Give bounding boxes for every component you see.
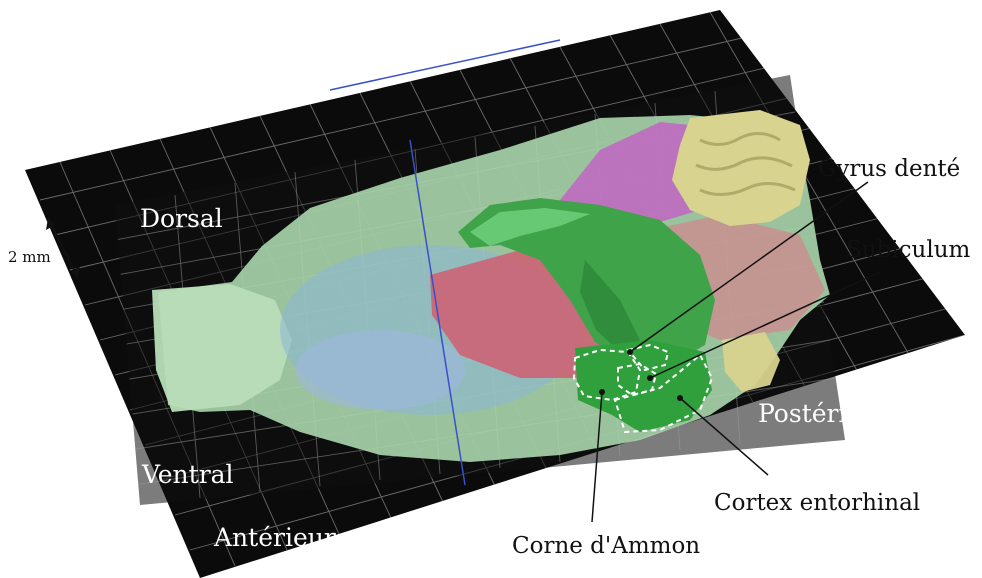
label-dorsal: Dorsal [140,204,223,233]
label-anterior: Antérieur [213,523,336,552]
label-ventral: Ventral [141,460,234,489]
label-gyrus: Gyrus denté [818,156,960,182]
septum-region [295,330,465,410]
label-subiculum: Subiculum [846,237,971,263]
label-posterior: Postérieur [758,399,889,428]
cerebellum-region [672,110,810,226]
label-ammon: Corne d'Ammon [512,533,700,559]
label-entorhinal: Cortex entorhinal [714,490,920,516]
scale-bar-label: 2 mm [8,248,51,266]
